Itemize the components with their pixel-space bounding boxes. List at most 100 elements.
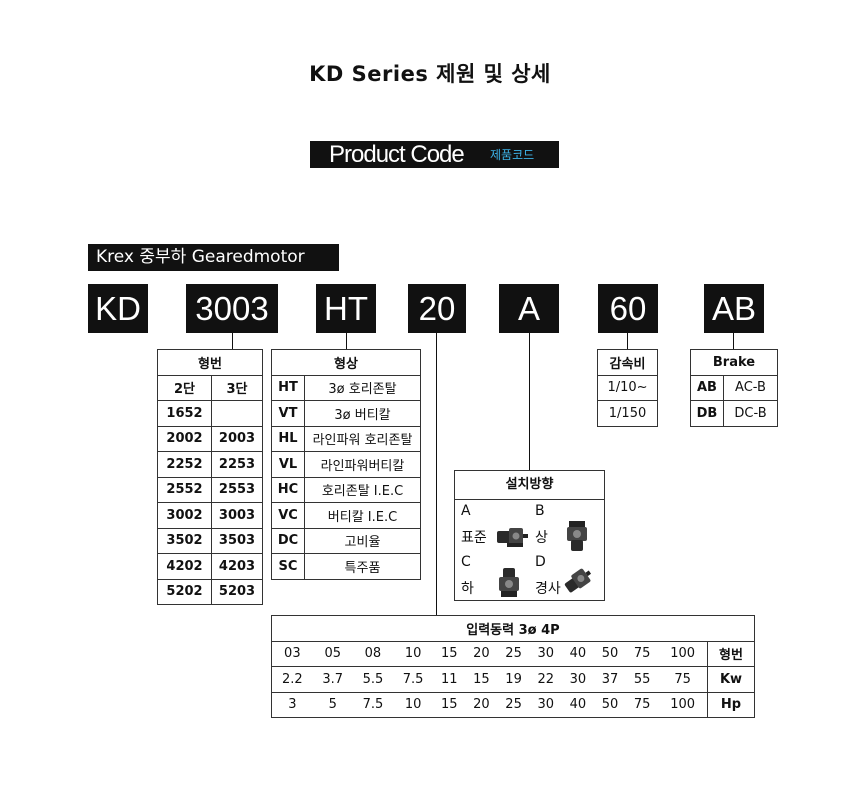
shape-code: HC: [271, 476, 305, 503]
mounting-box: 설치방향 A 표준 B 상 C 하 D 경사: [454, 470, 605, 601]
product-code-sub-label: 제품코드: [490, 148, 535, 162]
shape-desc: 3ø 호리존탈: [304, 374, 421, 401]
brake-desc: DC-B: [723, 400, 778, 427]
product-code-label: Product Code: [329, 141, 465, 168]
model-cell: 1652: [157, 400, 212, 427]
model-cell: 5203: [211, 578, 263, 605]
power-cell: 100: [658, 640, 709, 667]
motor-upper-icon: [567, 521, 587, 551]
power-cell: 10: [393, 640, 434, 667]
power-cell: 15: [433, 640, 466, 667]
power-row-label: Kw: [707, 666, 755, 693]
power-cell: 100: [658, 691, 709, 718]
mounting-code-a: A: [461, 503, 471, 519]
power-cell: 75: [626, 640, 659, 667]
power-cell: 30: [561, 666, 594, 693]
model-cell: 2002: [157, 425, 212, 452]
shape-desc: 3ø 버티칼: [304, 400, 421, 427]
power-cell: 03: [270, 640, 313, 667]
power-cell: 30: [529, 691, 562, 718]
table-row: 2.2 3.7 5.5 7.5 11 15 19 22 30 37 55 75 …: [270, 666, 755, 693]
model-cell: 3502: [157, 527, 212, 554]
power-table: 입력동력 3ø 4P 03 05 08 10 15 20 25 30 40 50…: [270, 615, 755, 718]
power-cell: 30: [529, 640, 562, 667]
power-cell: 08: [352, 640, 394, 667]
power-cell: 3.7: [312, 666, 353, 693]
code-power: 20: [408, 284, 466, 333]
brake-code: AB: [690, 374, 724, 401]
model-cell: 3503: [211, 527, 263, 554]
product-code-banner: Product Code 제품코드: [310, 141, 559, 168]
power-cell: 75: [658, 666, 709, 693]
brake-desc: AC-B: [723, 374, 778, 401]
power-cell: 05: [312, 640, 353, 667]
power-cell: 5: [312, 691, 353, 718]
power-cell: 15: [433, 691, 466, 718]
mounting-label-b: 상: [535, 530, 548, 546]
model-cell: 5202: [157, 578, 212, 605]
connector-ratio: [627, 333, 628, 349]
shape-desc: 버티칼 I.E.C: [304, 502, 421, 529]
model-cell: 3002: [157, 502, 212, 529]
ratio-table-title: 감속비: [597, 349, 658, 376]
mounting-label-a: 표준: [461, 530, 487, 546]
shape-code: DC: [271, 527, 305, 554]
table-row: 1/10~: [597, 374, 658, 401]
power-cell: 5.5: [352, 666, 394, 693]
power-cell: 55: [626, 666, 659, 693]
shape-table-title: 형상: [271, 349, 421, 376]
code-mounting: A: [499, 284, 559, 333]
model-cell: 2253: [211, 451, 263, 478]
model-cell: 4203: [211, 553, 263, 580]
shape-desc: 특주품: [304, 553, 421, 580]
brake-table-title: Brake: [690, 349, 778, 376]
mounting-code-d: D: [535, 554, 546, 570]
power-table-title: 입력동력 3ø 4P: [271, 615, 755, 642]
model-cell: [211, 400, 263, 427]
shape-desc: 호리존탈 I.E.C: [304, 476, 421, 503]
connector-mounting: [529, 333, 530, 470]
power-cell: 50: [593, 640, 627, 667]
shape-code: HT: [271, 374, 305, 401]
power-cell: 20: [465, 640, 498, 667]
motor-lower-icon: [499, 568, 519, 597]
table-row: 1652: [157, 400, 263, 427]
power-cell: 25: [497, 691, 530, 718]
shape-code: VC: [271, 502, 305, 529]
shape-desc: 라인파워버티칼: [304, 451, 421, 478]
power-cell: 25: [497, 640, 530, 667]
ratio-cell: 1/10~: [597, 374, 658, 401]
model-cell: 2252: [157, 451, 212, 478]
motor-standard-icon: [497, 528, 528, 547]
connector-power: [436, 333, 437, 615]
power-cell: 75: [626, 691, 659, 718]
model-cell: 3003: [211, 502, 263, 529]
power-row-label: Hp: [707, 691, 755, 718]
shape-code: HL: [271, 425, 305, 452]
power-cell: 10: [393, 691, 434, 718]
mounting-label-d: 경사: [535, 581, 561, 597]
power-cell: 40: [561, 691, 594, 718]
brake-code: DB: [690, 400, 724, 427]
shape-desc: 고비율: [304, 527, 421, 554]
power-cell: 11: [433, 666, 466, 693]
code-ratio: 60: [598, 284, 658, 333]
model-table-header: 2단: [157, 374, 212, 401]
power-cell: 37: [593, 666, 627, 693]
shape-code: VL: [271, 451, 305, 478]
table-row: 3 5 7.5 10 15 20 25 30 40 50 75 100 Hp: [270, 691, 755, 718]
